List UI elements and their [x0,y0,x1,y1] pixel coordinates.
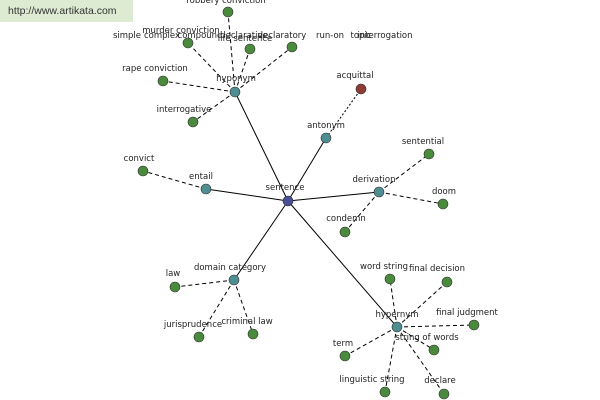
node-layer [137,6,480,400]
edge-hyponym-rape-conviction [162,80,236,93]
node-hypernym[interactable] [391,321,403,333]
label-topic: topic [351,31,372,41]
edge-hyponym-robbery-conviction [227,11,236,93]
edge-derivation-doom [378,191,444,205]
node-doom[interactable] [437,198,449,210]
node-law[interactable] [169,281,181,293]
edge-domain [233,200,289,281]
edge-hyponym-murder [187,42,236,93]
node-antonym[interactable] [320,132,332,144]
edge-domain-criminal-law [233,279,254,335]
label-murder-conviction: murder conviction [142,26,219,36]
label-sentential: sentential [402,137,444,147]
edge-derivation [287,191,380,202]
edge-hyponym-hard-time [234,48,251,93]
edge-hypernym-term [344,326,398,357]
edge-hypernym [287,200,398,328]
edge-entail [205,188,289,202]
node-acquittal[interactable] [355,83,367,95]
node-sentential[interactable] [423,148,435,160]
label-jurisprudence: jurisprudence [163,320,222,330]
label-center: sentence [266,183,305,193]
label-entail: entail [189,172,213,182]
label-word-string: word string [360,262,408,272]
label-term: term [333,339,353,349]
edge-hypernym-final-decision [396,281,448,328]
node-string-of-words[interactable] [428,344,440,356]
node-center-sentence[interactable] [282,195,294,207]
node-interrogative[interactable] [187,116,199,128]
label-declaratory: declaratory [258,31,307,41]
node-jurisprudence[interactable] [193,331,205,343]
label-doom: doom [432,187,456,197]
edge-hypernym-word-string [389,278,398,328]
label-simple: simple [113,31,141,41]
edge-derivation-sentential [378,153,430,193]
node-domain[interactable] [228,274,240,286]
node-interrogation[interactable] [286,41,298,53]
label-law: law [166,269,181,279]
label-condemn: condemn [326,214,366,224]
node-hyponym[interactable] [229,86,241,98]
edge-layer [142,11,475,395]
edge-entail-convict [142,170,207,190]
label-hypernym: hypernym [375,310,418,320]
label-life-sentence: life sentence [218,34,273,44]
node-declare[interactable] [438,388,450,400]
label-derivation: derivation [352,175,395,185]
node-term[interactable] [339,350,351,362]
edge-derivation-condemn [344,191,380,233]
node-word-string[interactable] [384,273,396,285]
label-domain: domain category [194,263,266,273]
label-antonym: antonym [307,121,345,131]
source-url-text: http://www.artikata.com [8,5,117,17]
edge-hyponym [234,91,289,202]
label-final-decision: final decision [409,264,465,274]
edge-hypernym-string-of-words [396,326,435,351]
node-final-decision[interactable] [441,276,453,288]
label-declare: declare [424,376,455,386]
label-criminal-law: criminal law [221,317,272,327]
label-declarative: declarative [220,31,268,41]
edge-hyponym-interrogative [192,91,236,123]
label-run-on: run-on [316,31,344,41]
label-interrogation: interrogation [357,31,412,41]
label-string-of-words: string of words [395,333,459,343]
edge-hypernym-final-judgment [396,324,475,328]
source-url-link[interactable]: http://www.artikata.com [0,0,133,22]
label-rape-conviction: rape conviction [122,64,188,74]
edge-hyponym-extra [234,46,293,93]
node-final-judgment[interactable] [468,319,480,331]
node-hard-time[interactable] [244,43,256,55]
label-interrogative: interrogative [157,105,212,115]
node-convict[interactable] [137,165,149,177]
label-convict: convict [124,154,155,164]
label-linguistic-string: linguistic string [339,375,404,385]
label-compound: compound [178,31,223,41]
node-robbery-conviction[interactable] [222,6,234,18]
node-linguistic-string[interactable] [379,386,391,398]
label-hyponym: hyponym [216,74,256,84]
label-robbery-conviction: robbery conviction [186,0,265,6]
node-rape-conviction[interactable] [157,75,169,87]
node-condemn[interactable] [339,226,351,238]
edge-antonym [287,137,327,202]
node-murder-conviction[interactable] [182,37,194,49]
node-derivation[interactable] [373,186,385,198]
node-criminal-law[interactable] [247,328,259,340]
edge-domain-law [174,279,235,288]
node-entail[interactable] [200,183,212,195]
label-complex: complex [144,31,180,41]
label-acquittal: acquittal [336,71,373,81]
label-layer: robbery conviction murder convictionsimpl… [113,0,499,386]
label-final-judgment: final judgment [436,308,498,318]
